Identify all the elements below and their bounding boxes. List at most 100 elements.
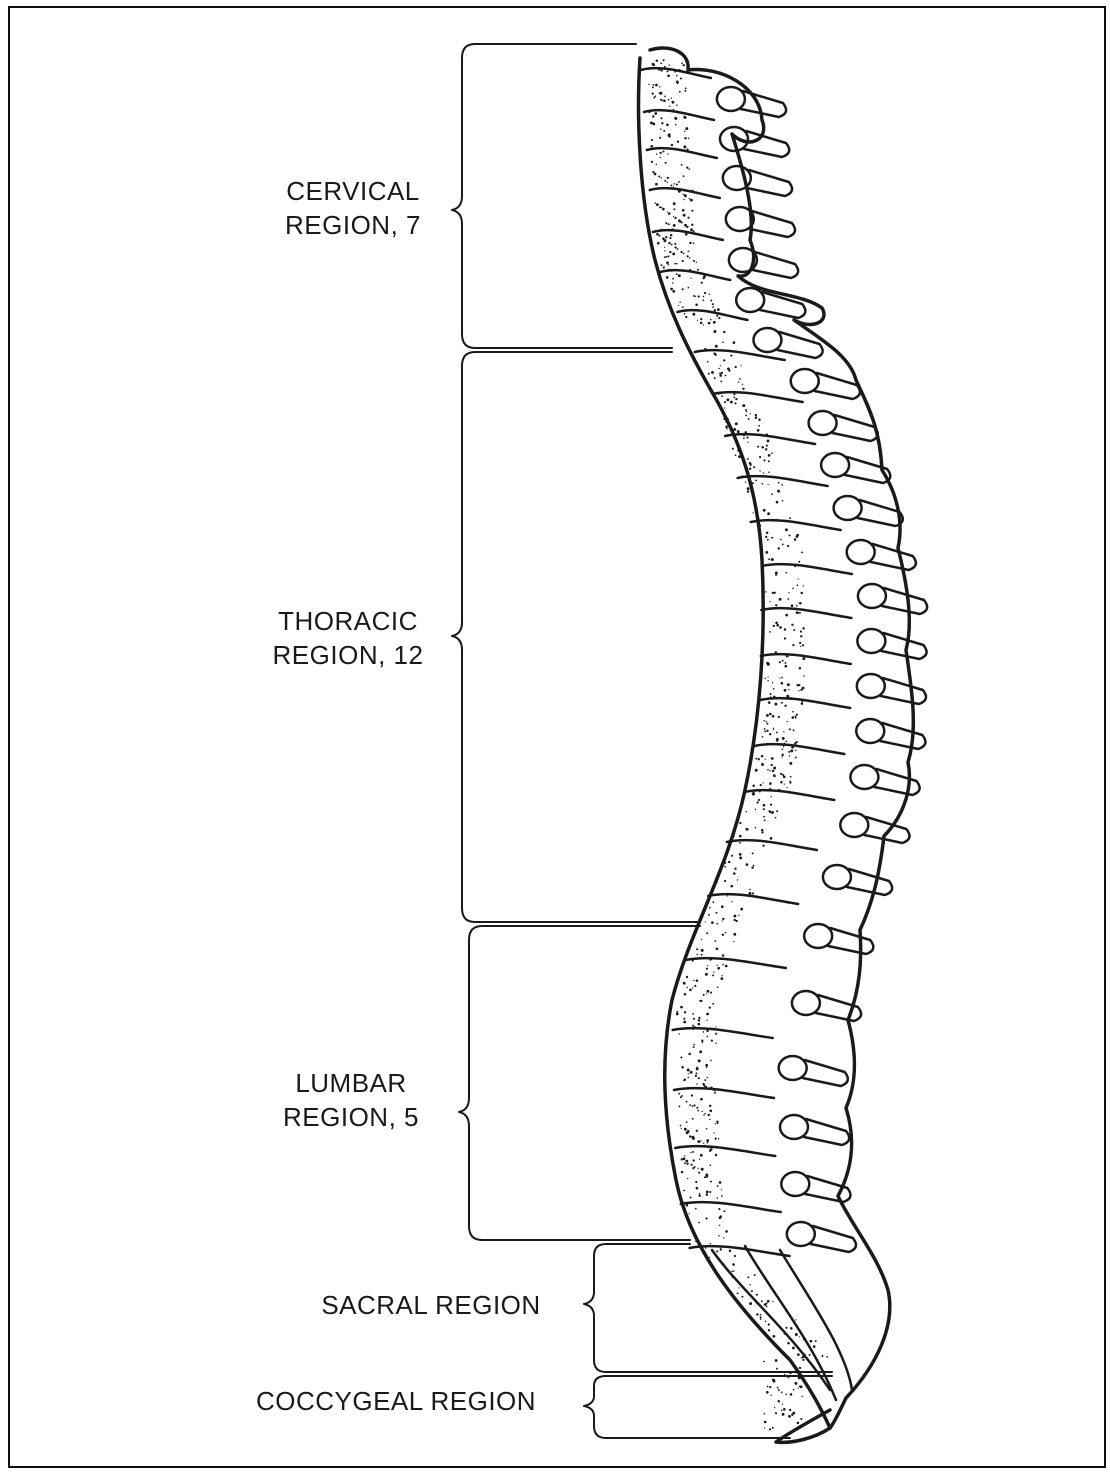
stipple-dot [748,892,751,895]
stipple-dot [733,835,735,837]
stipple-dot [710,300,712,302]
stipple-dot [715,345,718,348]
stipple-dot [780,682,783,685]
stipple-dot [686,1121,688,1123]
stipple-dot [767,769,769,771]
stipple-dot [732,448,734,450]
stipple-dot [787,598,789,600]
stipple-dot [712,974,714,976]
spinous-processes [717,87,927,1252]
stipple-dot [717,987,719,989]
stipple-dot [790,1393,793,1396]
stipple-dot [696,1187,699,1190]
stipple-dot [682,209,685,212]
stipple-dot [770,804,772,806]
stipple-dot [725,421,727,423]
stipple-dot [785,528,788,531]
stipple-dot [721,977,724,980]
stipple-dot [652,84,654,86]
stipple-dot [802,1359,804,1361]
stipple-dot [685,233,688,236]
stipple-dot [675,124,677,126]
stipple-dot [673,202,676,205]
stipple-dot [784,1332,787,1335]
stipple-dot [759,470,760,471]
stipple-dot [752,482,754,484]
stipple-dot [733,341,736,344]
stipple-dot [789,1372,791,1374]
stipple-dot [654,173,657,176]
stipple-dot [693,1166,695,1168]
stipple-dot [710,1181,712,1183]
stipple-dot [765,448,767,450]
stipple-dot [768,460,770,462]
stipple-dot [782,737,785,740]
stipple-dot [746,895,748,897]
stipple-dot [800,1418,802,1420]
stipple-dot [693,260,695,262]
stipple-dot [775,817,777,819]
stipple-dot [791,624,793,626]
stipple-dot [822,1355,824,1357]
stipple-dot [746,829,748,831]
stipple-dot [709,294,710,295]
stipple-dot [691,224,693,226]
stipple-dot [767,539,769,541]
stipple-dot [680,1006,683,1009]
stipple-dot [706,1066,708,1068]
stipple-dot [674,263,676,265]
stipple-dot [767,680,769,682]
facet-joint [857,629,885,653]
stipple-dot [690,1196,692,1198]
stipple-dot [705,1247,706,1248]
spinous-process [864,817,909,843]
intervertebral-line [673,1028,773,1038]
stipple-dot [703,299,705,301]
stipple-dot [724,862,726,864]
stipple-dot [716,947,719,950]
stipple-dot [799,642,801,644]
stipple-dot [674,246,676,248]
stipple-dot [703,1114,705,1116]
stipple-dot [803,675,804,676]
stipple-dot [682,288,684,290]
stipple-dot [661,99,663,101]
stipple-dot [785,740,787,742]
stipple-dot [693,242,695,244]
stipple-dot [761,446,764,449]
stipple-dot [733,396,735,398]
spinous-process [803,1060,848,1086]
stipple-dot [673,186,674,187]
stipple-dot [716,1250,718,1252]
stipple-dot [752,852,754,854]
stipple-dot [770,1394,771,1395]
stipple-dot [773,625,775,627]
stipple-dot [683,1080,684,1081]
stipple-dot [730,355,732,357]
stipple-dot [658,175,660,177]
stipple-dot [708,1087,710,1089]
stipple-dot [722,964,724,966]
stipple-dot [720,1215,723,1218]
stipple-dot [810,1340,813,1343]
spinous-process [847,869,892,895]
stipple-dot [761,483,763,485]
stipple-dot [682,260,684,262]
stipple-dot [731,1270,733,1272]
stipple-dot [768,558,770,560]
stipple-dot [747,441,748,442]
stipple-dot [788,689,789,690]
stipple-dot [656,153,658,155]
stipple-dot [772,715,775,718]
stipple-dot [795,1333,798,1336]
spinous-process [880,723,925,749]
facet-joint [723,166,751,190]
stipple-dot [684,130,685,131]
stipple-dot [698,1172,700,1174]
stipple-dot [761,763,764,766]
stipple-dot [790,749,793,752]
stipple-dot [689,1223,690,1224]
stipple-dot [800,630,802,632]
stipple-dot [799,602,802,605]
